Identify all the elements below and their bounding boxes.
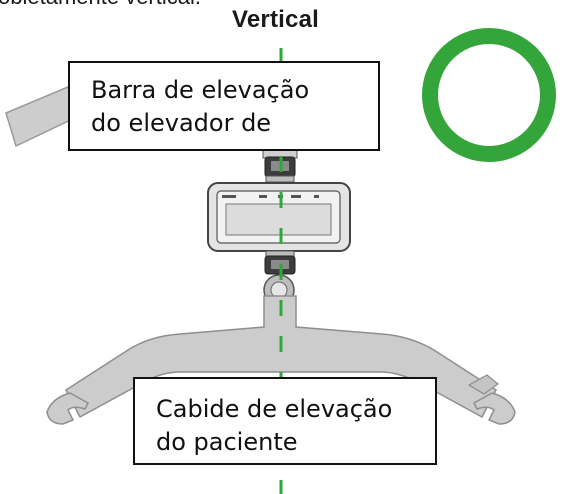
status-ring-icon (422, 28, 556, 162)
patient-lift-hanger (46, 295, 516, 425)
hanger-hook-left (46, 392, 89, 425)
scale-display-unit (207, 182, 351, 252)
top-caption-text: obietamente vertical. (0, 0, 201, 10)
vertical-axis-label: Vertical (232, 6, 319, 33)
hanger-hook-right (473, 392, 516, 425)
lift-bar-callout: Barra de elevação do elevador de (68, 61, 380, 151)
hanger-label-line-1: Cabide de elevação (156, 395, 393, 423)
lift-bar-label-line-2: do elevador de (91, 109, 272, 137)
lift-bar-label-line-1: Barra de elevação (91, 76, 310, 104)
hanger-label-line-2: do paciente (156, 428, 298, 456)
patient-hanger-callout: Cabide de elevação do paciente (133, 377, 437, 465)
